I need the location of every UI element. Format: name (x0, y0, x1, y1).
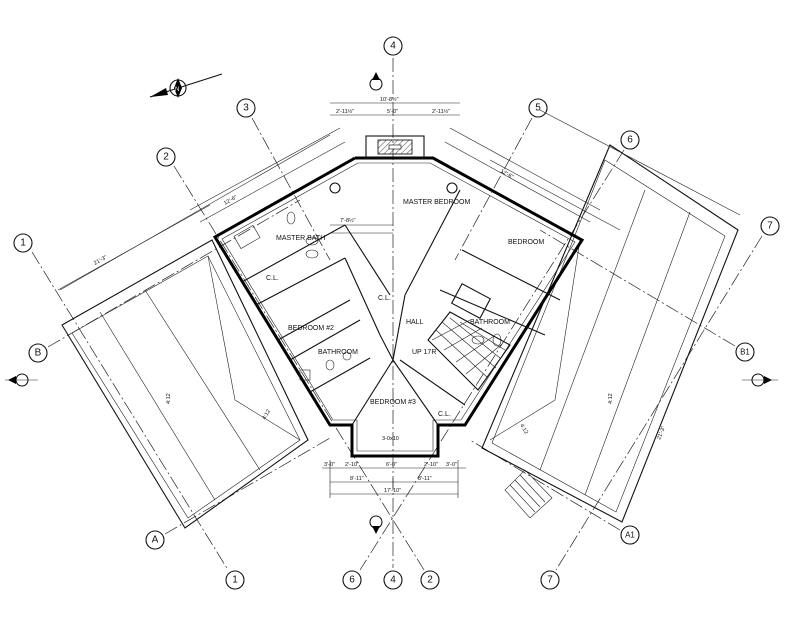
room-label-bathroom-right: BATHROOM (470, 319, 510, 326)
grid-bubble-top-4: 4 (383, 36, 403, 56)
svg-text:6: 6 (349, 575, 355, 586)
svg-text:4:12: 4:12 (166, 393, 172, 404)
svg-text:12'-6": 12'-6" (499, 169, 514, 181)
svg-text:7: 7 (547, 575, 553, 586)
grid-bubble-left-b: B (28, 343, 48, 363)
right-deck (481, 109, 741, 523)
svg-text:1: 1 (20, 238, 26, 249)
grid-bubble-top-6: 6 (620, 130, 640, 150)
svg-text:21'-3": 21'-3" (656, 425, 667, 440)
svg-text:2'-11½": 2'-11½" (336, 108, 354, 115)
grid-bubble-left-2: 2 (156, 147, 176, 167)
north-arrow-icon: N (149, 73, 223, 98)
room-label-master-bath: MASTER BATH (276, 235, 325, 242)
grid-bubble-bottom-1: 1 (225, 570, 245, 590)
svg-text:5: 5 (535, 103, 541, 114)
svg-text:B: B (35, 348, 42, 359)
grid-bubble-top-3: 3 (236, 98, 256, 118)
svg-text:10'-8½": 10'-8½" (380, 96, 399, 103)
closet-label-left: C.L. (266, 275, 279, 282)
svg-text:1: 1 (232, 575, 238, 586)
svg-text:7'-8½": 7'-8½" (340, 217, 356, 224)
section-marker-icon (5, 72, 778, 534)
svg-text:4: 4 (390, 41, 396, 52)
left-deck (57, 204, 309, 529)
svg-text:B1: B1 (740, 348, 750, 357)
closet-label-right: C.L. (438, 411, 451, 418)
svg-text:4:12: 4:12 (262, 409, 273, 421)
room-label-bedroom-right: BEDROOM (508, 239, 544, 246)
svg-text:3'-0": 3'-0" (446, 462, 457, 468)
grid-bubble-top-5: 5 (528, 98, 548, 118)
grid-bubble-bottom-6: 6 (342, 570, 362, 590)
room-label-hall: HALL (406, 319, 424, 326)
svg-text:3: 3 (243, 103, 249, 114)
svg-text:2: 2 (427, 575, 433, 586)
grid-bubble-right-b1: B1 (735, 342, 755, 362)
grid-bubble-bottom-7: 7 (540, 570, 560, 590)
svg-text:N: N (175, 87, 179, 93)
exterior-walls (212, 135, 585, 458)
deck-stairs (504, 469, 553, 519)
grid-bubble-bottom-4: 4 (383, 570, 403, 590)
svg-text:4:12: 4:12 (518, 423, 529, 435)
grid-bubble-top-7: 7 (760, 216, 780, 236)
plumbing-fixtures (233, 211, 502, 381)
svg-text:6'-0": 6'-0" (386, 462, 397, 468)
dimension-lines (59, 102, 621, 498)
svg-text:3-0x10: 3-0x10 (382, 436, 399, 442)
svg-text:6: 6 (627, 135, 633, 146)
grid-bubble-bottom-2: 2 (420, 570, 440, 590)
grid-bubble-left-1: 1 (13, 233, 33, 253)
svg-text:7: 7 (767, 221, 773, 232)
grid-bubble-right-a1: A1 (620, 525, 640, 545)
svg-text:A: A (152, 535, 159, 546)
staircase (427, 311, 511, 391)
room-labels: MASTER BEDROOM MASTER BATH BEDROOM #2 BA… (266, 199, 544, 418)
svg-text:3'-0": 3'-0" (324, 462, 335, 468)
svg-text:A1: A1 (625, 531, 635, 540)
stair-label: UP 17R (412, 349, 436, 356)
room-label-master-bedroom: MASTER BEDROOM (403, 199, 470, 206)
room-label-bathroom-left: BATHROOM (318, 349, 358, 356)
svg-text:8'-11": 8'-11" (418, 476, 432, 482)
svg-text:2'-11½": 2'-11½" (432, 108, 450, 115)
svg-text:17'-10": 17'-10" (384, 488, 401, 494)
svg-text:4:12: 4:12 (608, 393, 614, 404)
room-label-bedroom-3: BEDROOM #3 (370, 399, 416, 406)
grid-bubble-left-a: A (145, 530, 165, 550)
svg-text:2'-10": 2'-10" (345, 462, 359, 468)
svg-text:5'-0": 5'-0" (387, 109, 398, 115)
room-label-bedroom-2: BEDROOM #2 (288, 325, 334, 332)
svg-text:8'-11": 8'-11" (350, 476, 364, 482)
svg-text:21'-3": 21'-3" (93, 255, 108, 267)
svg-text:2: 2 (163, 152, 169, 163)
svg-text:2'-10": 2'-10" (424, 462, 438, 468)
svg-text:4: 4 (390, 575, 396, 586)
interior-walls (241, 189, 561, 426)
closet-label-center: C.L. (378, 295, 391, 302)
